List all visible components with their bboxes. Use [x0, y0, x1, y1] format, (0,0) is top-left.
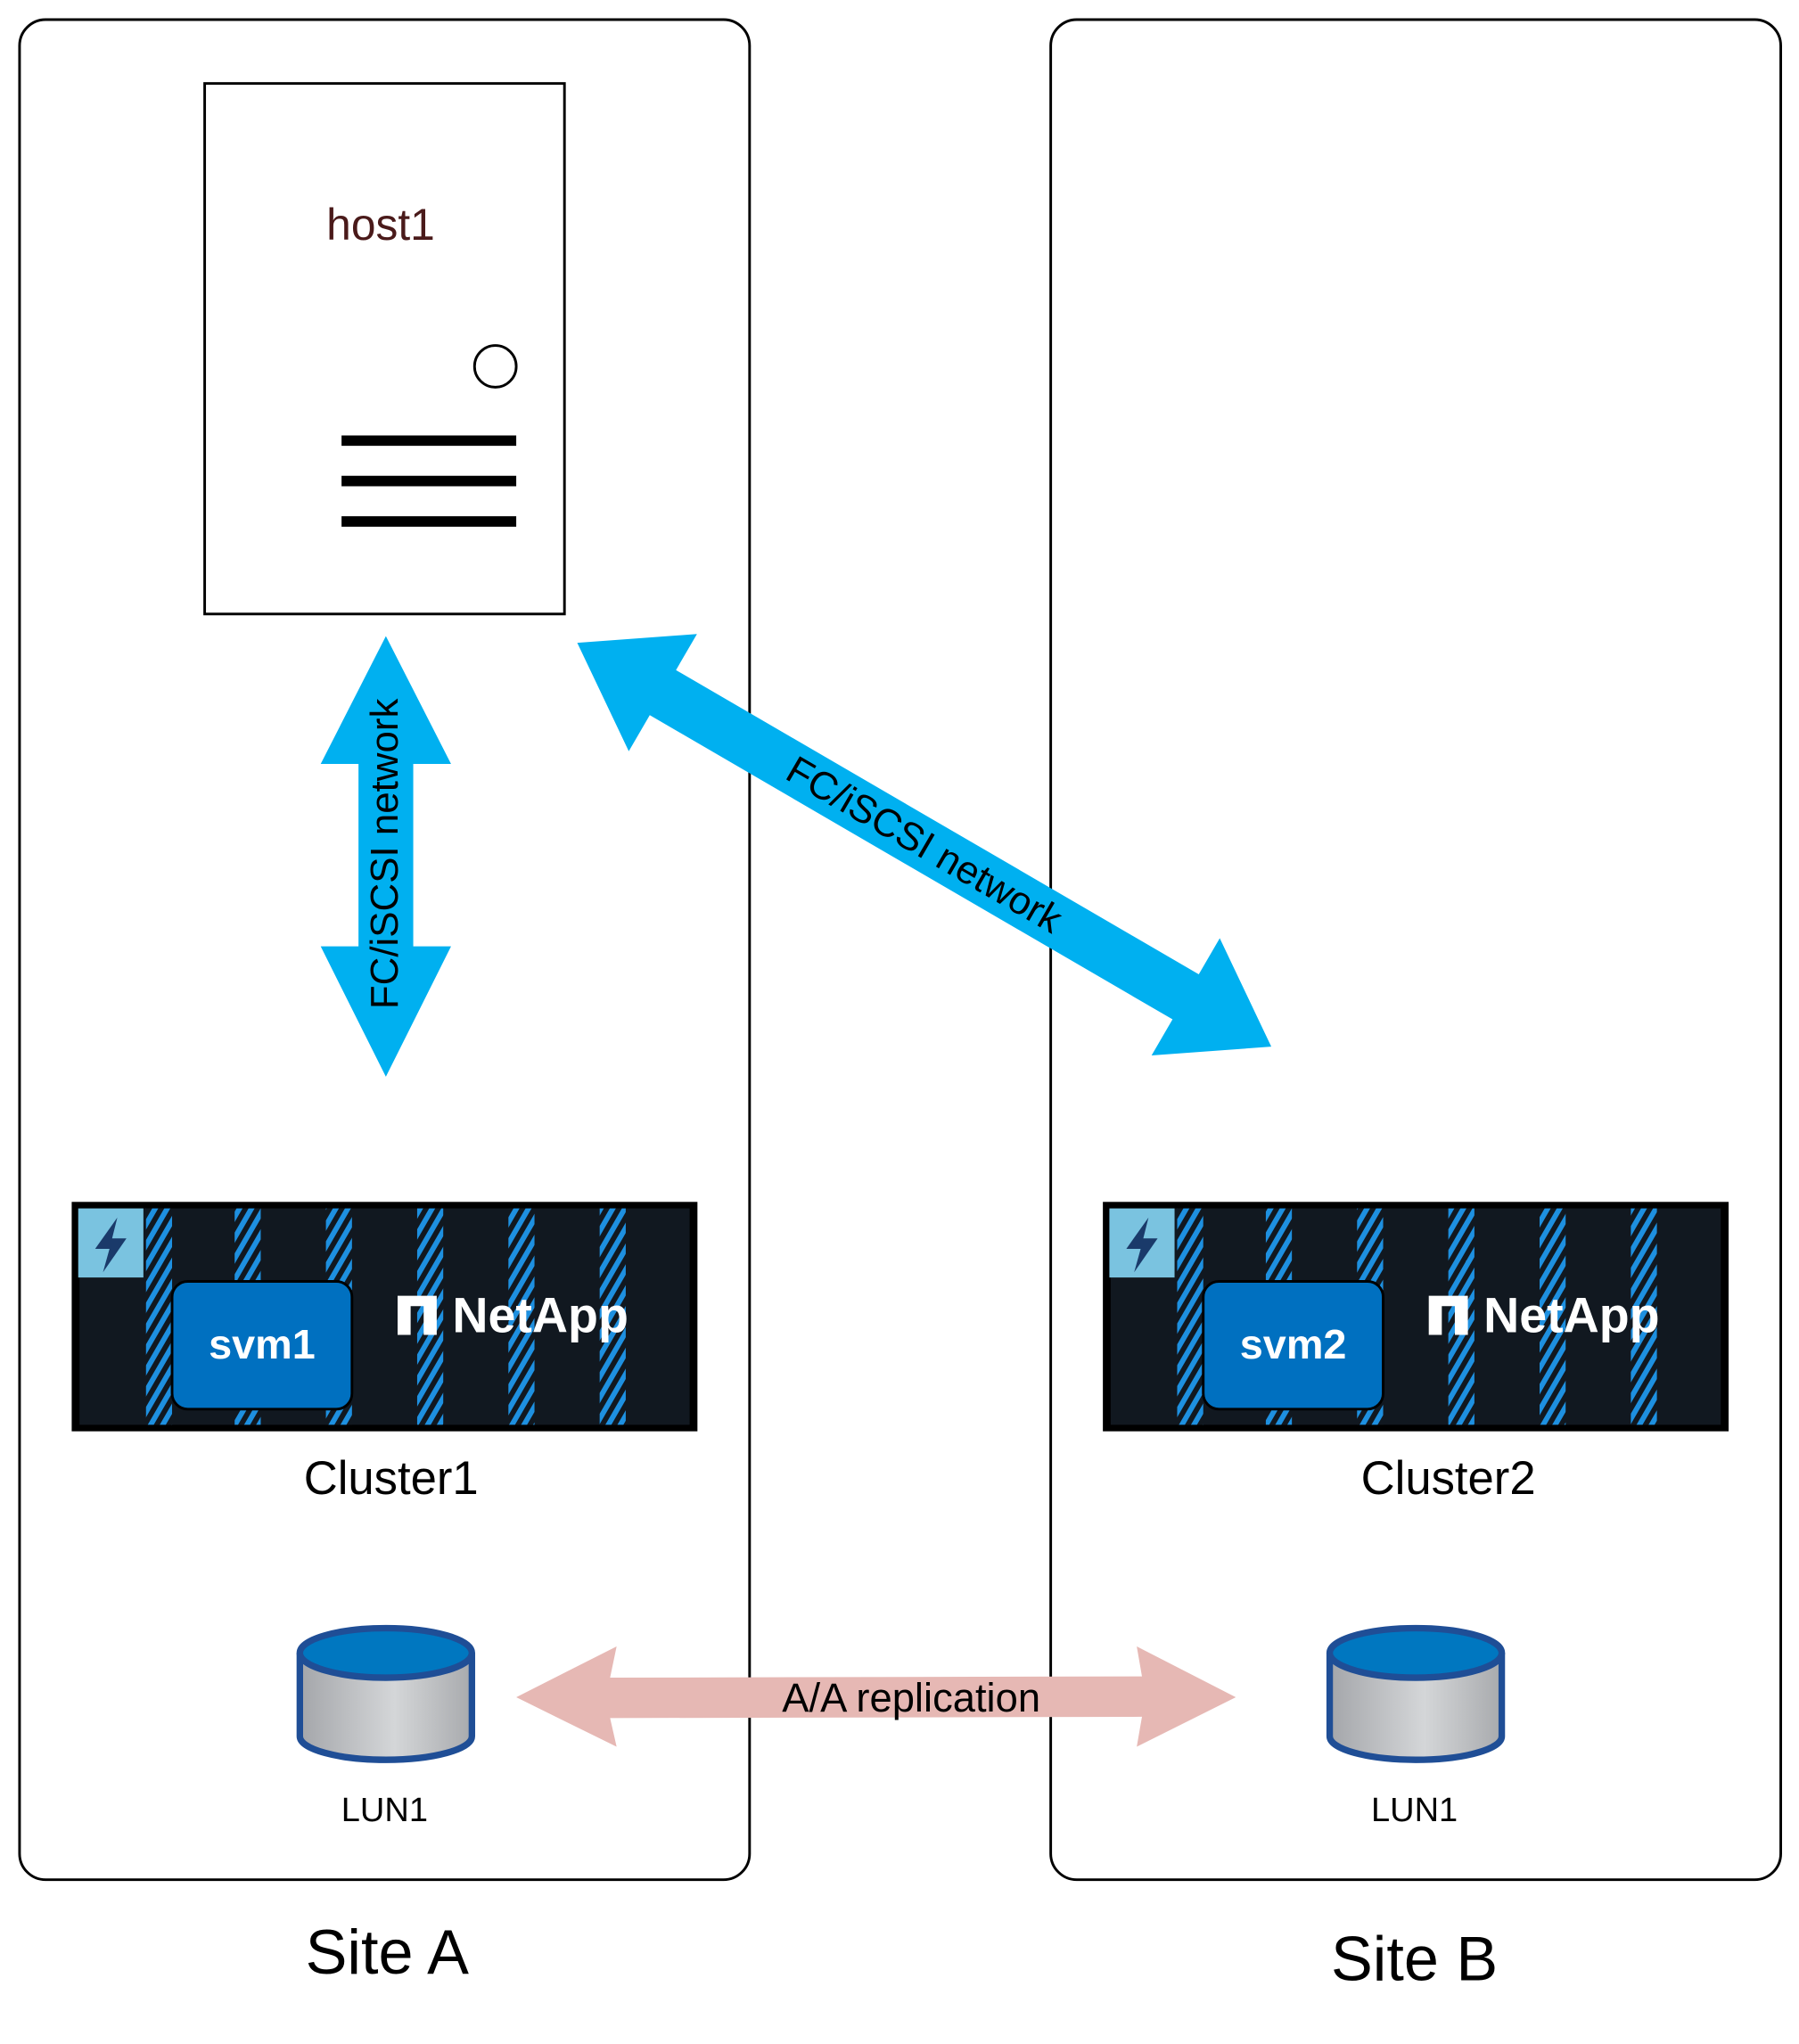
- site-a-label: Site A: [306, 1917, 470, 1987]
- cluster1-label: Cluster1: [304, 1452, 479, 1505]
- svm2-label: svm2: [1240, 1321, 1347, 1367]
- power-button-icon: [472, 344, 518, 389]
- svg-text:NetApp: NetApp: [1483, 1288, 1659, 1343]
- local-network-label: FC/iSCSI network: [363, 699, 407, 1010]
- netapp-logo: NetApp: [398, 1288, 628, 1343]
- lun-b-icon: [1326, 1624, 1506, 1763]
- cluster1: svm1 NetApp: [71, 1202, 698, 1432]
- site-b-label: Site B: [1331, 1923, 1498, 1993]
- lun-b-label: LUN1: [1371, 1792, 1458, 1829]
- replication-label: A/A replication: [782, 1675, 1040, 1720]
- lun-a-label: LUN1: [341, 1792, 428, 1829]
- svm2-box: [1202, 1280, 1384, 1411]
- cluster2: svm2 NetApp: [1103, 1202, 1729, 1432]
- lun-a-icon: [296, 1624, 476, 1763]
- host-server: host1: [203, 82, 566, 616]
- cluster2-label: Cluster2: [1361, 1452, 1536, 1505]
- host-label: host1: [326, 200, 435, 250]
- svm1-box: [170, 1280, 354, 1411]
- svm1-label: svm1: [209, 1321, 316, 1367]
- netapp-logo: NetApp: [1428, 1288, 1660, 1343]
- svg-text:NetApp: NetApp: [452, 1288, 628, 1343]
- replication-arrow: A/A replication: [516, 1646, 1236, 1747]
- local-network-arrow: FC/iSCSI network: [320, 636, 451, 1077]
- drive-bays-icon: [341, 435, 517, 527]
- remote-network-label: FC/iSCSI network: [779, 748, 1070, 942]
- site-b-box: [1049, 18, 1782, 1882]
